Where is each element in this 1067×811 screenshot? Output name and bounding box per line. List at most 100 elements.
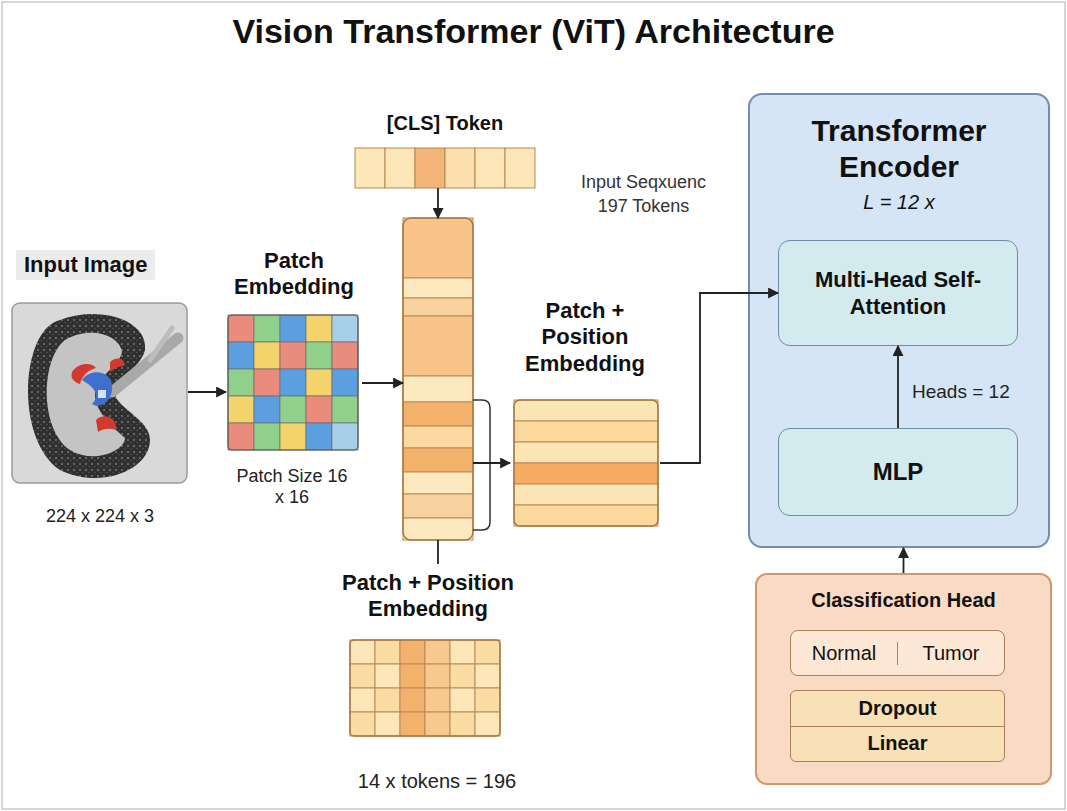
node-text: L = 12 x	[863, 191, 934, 214]
class-labels: NormalTumor	[790, 630, 1005, 676]
connector-arrow	[437, 188, 439, 218]
cls-token: [CLS] Token	[355, 112, 535, 188]
token-column	[403, 494, 473, 518]
token-column	[403, 376, 473, 402]
position-grid	[425, 688, 450, 712]
position-grid	[425, 712, 450, 736]
patch-grid-picture	[228, 315, 254, 342]
patch-grid-picture	[306, 342, 332, 369]
node-heading: Normal	[791, 642, 897, 665]
head-layers: DropoutLinear	[790, 690, 1005, 762]
patch-grid-picture	[332, 342, 358, 369]
patch-grid-picture	[280, 342, 306, 369]
position-grid	[425, 664, 450, 688]
position-grid	[350, 640, 500, 736]
connector-arrow	[188, 391, 226, 393]
position-grid	[475, 664, 500, 688]
patch-grid-picture	[228, 315, 358, 450]
node-text: Tumor	[897, 642, 1004, 665]
attention-box: Multi-Head Self-Attention	[778, 240, 1018, 346]
connector-arrow	[897, 346, 899, 428]
node-text: Linear	[791, 726, 1004, 762]
input-image-picture	[71, 364, 96, 384]
cls-token-bar	[355, 148, 385, 188]
mlp-box: MLP	[778, 428, 1018, 516]
bracket	[473, 400, 490, 530]
node-heading: Patch + Position Embedding	[510, 298, 660, 377]
node-heading: [CLS] Token	[387, 112, 503, 135]
cls-token-bar	[415, 148, 445, 188]
edge-label: Heads = 12	[912, 381, 1010, 403]
patch-grid-picture	[280, 369, 306, 396]
connector-arrow	[473, 462, 510, 464]
input-image-picture	[82, 372, 112, 406]
cls-token-bar	[445, 148, 475, 188]
token-column	[403, 278, 473, 298]
input-image-picture	[98, 390, 106, 398]
dimension-label: Patch Size 16 x 16	[232, 466, 352, 508]
encoder-block: Transformer EncoderL = 12 xMulti-Head Se…	[748, 93, 1050, 548]
patch-grid-picture	[306, 396, 332, 423]
position-grid	[425, 640, 450, 664]
input-image-picture	[150, 328, 172, 360]
node-heading: Classification Head	[811, 589, 996, 612]
position-grid	[475, 712, 500, 736]
embedding-stack	[514, 400, 658, 526]
node-heading: Input Seqxuenc 197 Tokens	[571, 170, 716, 219]
position-grid	[375, 640, 400, 664]
node-heading: MLP	[873, 458, 924, 486]
embedding-stack	[514, 484, 658, 505]
dimension-label: 14 x tokens = 196	[307, 770, 567, 793]
token-sequence: Input Seqxuenc 197 Tokens	[403, 218, 473, 540]
position-grid	[450, 640, 475, 664]
position-grid	[350, 712, 375, 736]
patch-grid-picture	[254, 396, 280, 423]
patch-grid-picture	[228, 342, 254, 369]
patch-grid-picture	[254, 315, 280, 342]
token-column	[403, 402, 473, 426]
patch-grid-picture	[280, 396, 306, 423]
token-column	[403, 518, 473, 540]
token-column	[403, 298, 473, 316]
patch-grid-picture	[254, 369, 280, 396]
position-grid	[375, 712, 400, 736]
token-column	[403, 218, 473, 540]
cls-token-bar	[505, 148, 535, 188]
input-image-picture	[110, 359, 124, 372]
cls-token-bar	[475, 148, 505, 188]
position-grid	[450, 664, 475, 688]
patch-grid-picture	[228, 315, 358, 450]
input-image-picture	[12, 303, 187, 483]
position-grid	[350, 688, 375, 712]
patch-grid-picture	[332, 423, 358, 450]
patch-grid-picture	[332, 396, 358, 423]
cls-token-bar	[355, 148, 535, 188]
token-column	[403, 472, 473, 494]
patch-grid-picture	[306, 369, 332, 396]
input-image-picture	[12, 303, 187, 483]
patch-embedding: Patch Embedding	[226, 248, 362, 454]
dimension-label: 224 x 224 x 3	[20, 506, 180, 527]
input-image-picture	[96, 416, 116, 432]
position-grid	[450, 688, 475, 712]
embedding-stack	[514, 400, 658, 421]
position-grid	[400, 712, 425, 736]
token-column	[403, 316, 473, 376]
embedding-stack	[514, 442, 658, 463]
patch-grid-picture	[280, 315, 306, 342]
input-image-picture	[28, 314, 150, 478]
position-grid	[350, 664, 375, 688]
position-grid	[400, 640, 425, 664]
patch-grid-picture	[228, 423, 254, 450]
connector-arrow	[660, 293, 778, 463]
position-grid	[375, 688, 400, 712]
patch-grid-picture	[306, 423, 332, 450]
classification-head: Classification HeadNormalTumorDropoutLin…	[755, 573, 1052, 785]
position-grid	[400, 688, 425, 712]
token-column	[403, 426, 473, 448]
token-column	[403, 218, 473, 540]
patch-grid-picture	[228, 396, 254, 423]
node-heading: Dropout	[791, 691, 1004, 726]
patch-grid-picture	[254, 423, 280, 450]
cls-token-bar	[385, 148, 415, 188]
